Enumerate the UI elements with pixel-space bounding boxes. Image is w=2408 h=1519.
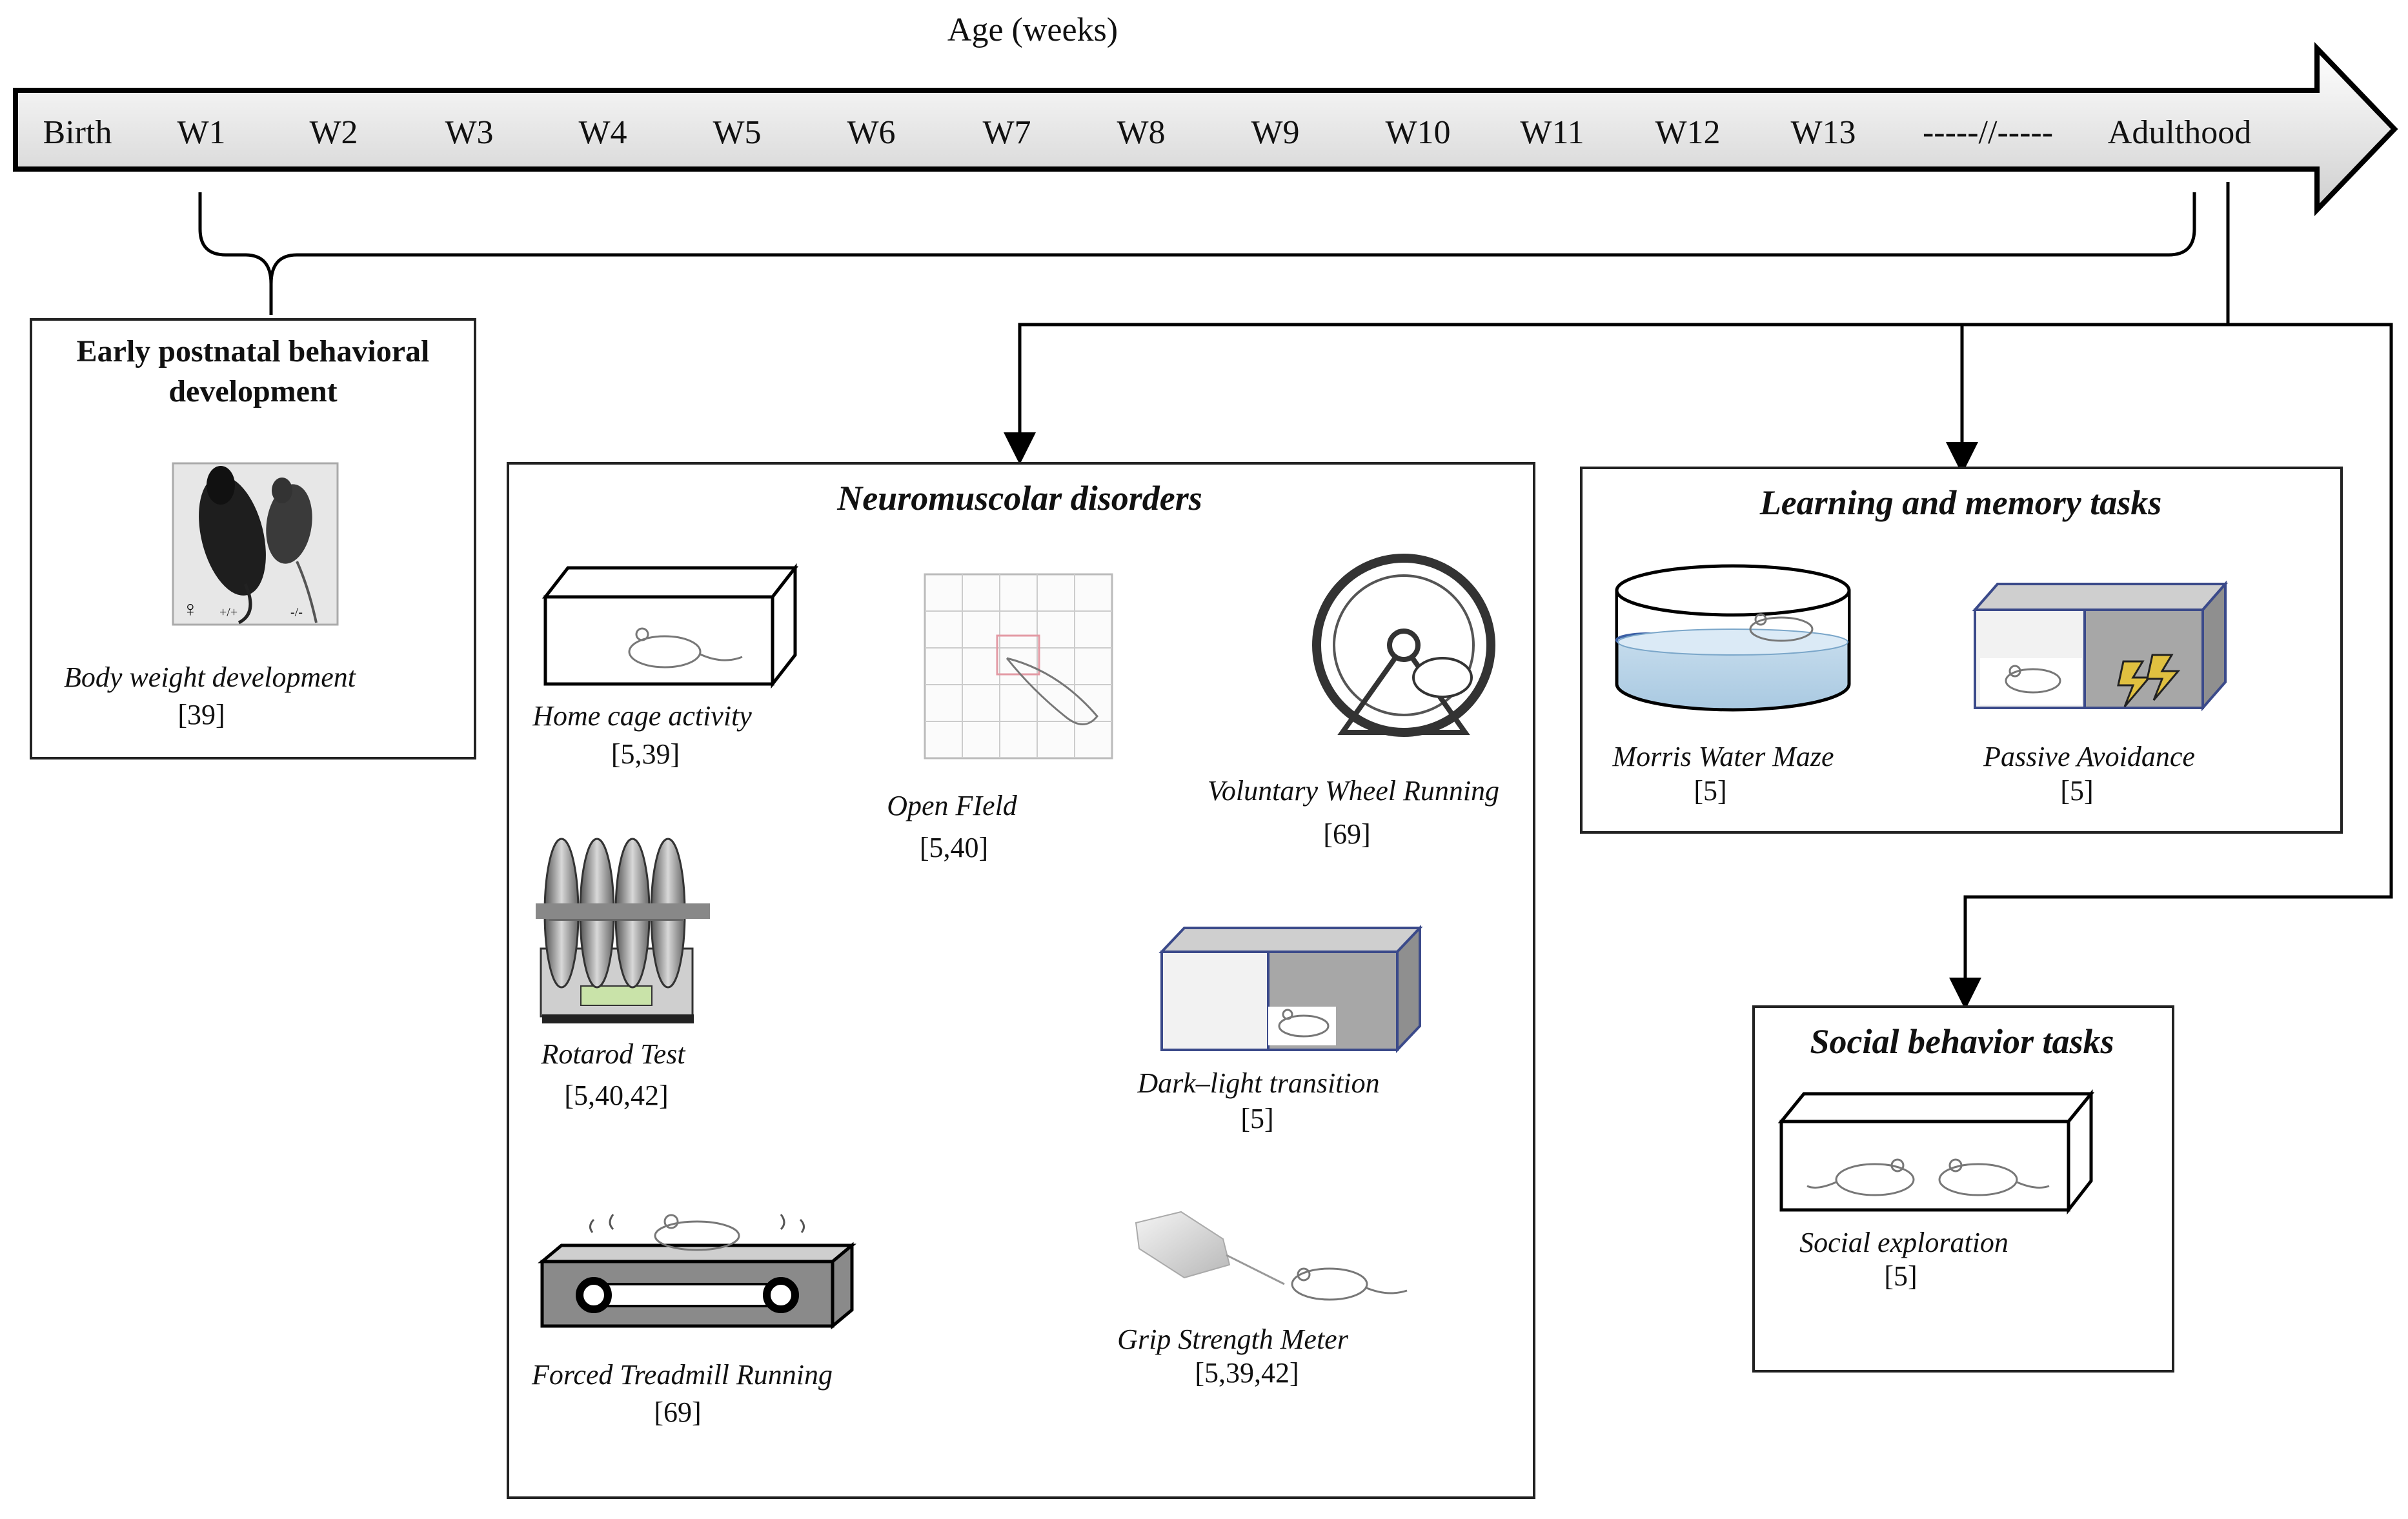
water-maze-label: Morris Water Maze — [1612, 741, 1834, 772]
open-field-label: Open FIeld — [887, 790, 1018, 821]
treadmill-ref: [69] — [654, 1396, 701, 1428]
timeline-label: -----//----- — [1923, 114, 2053, 151]
passive-avoidance-ref: [5] — [2060, 775, 2093, 807]
home-cage-illustration — [541, 563, 799, 689]
passive-avoidance-illustration — [1972, 580, 2229, 712]
timeline-label: Birth — [43, 114, 112, 151]
timeline-label: W11 — [1520, 114, 1584, 151]
timeline-labels: Birth W1 W2 W3 W4 W5 W6 W7 W8 W9 W10 W11 W12 W13 -----… — [43, 114, 2252, 151]
timeline-label: W1 — [177, 114, 225, 151]
early-title-line2: development — [168, 374, 337, 408]
rotarod-illustration — [536, 838, 710, 1023]
social-label: Social exploration — [1799, 1227, 2008, 1258]
early-ref: [39] — [177, 699, 225, 730]
early-title-line1: Early postnatal behavioral — [77, 334, 430, 368]
water-maze-ref: [5] — [1694, 775, 1726, 807]
timeline-label: W3 — [445, 114, 493, 151]
timeline-label: W13 — [1790, 114, 1856, 151]
dark-light-illustration — [1158, 924, 1423, 1054]
rotarod-ref: [5,40,42] — [564, 1080, 668, 1111]
wheel-label: Voluntary Wheel Running — [1208, 775, 1499, 807]
axis-title: Age (weeks) — [947, 12, 1118, 48]
connector-to-neuro — [1004, 323, 2062, 465]
mice-photo: ♀ +/+ -/- — [172, 462, 339, 626]
early-brace — [198, 192, 2196, 315]
photo-label-wt: +/+ — [219, 605, 238, 619]
connector-to-social — [1949, 323, 2393, 1010]
timeline-label: W4 — [578, 114, 627, 151]
dark-light-ref: [5] — [1240, 1103, 1273, 1134]
timeline-arrow — [13, 42, 2398, 216]
passive-avoidance-label: Passive Avoidance — [1983, 741, 2195, 772]
open-field-illustration — [924, 573, 1113, 760]
dark-light-label: Dark–light transition — [1137, 1067, 1379, 1099]
timeline-label: W5 — [713, 114, 761, 151]
timeline-label: W2 — [309, 114, 358, 151]
open-field-ref: [5,40] — [920, 832, 988, 863]
grip-ref: [5,39,42] — [1195, 1357, 1299, 1389]
early-caption: Body weight development — [64, 661, 357, 693]
social-title: Social behavior tasks — [1810, 1022, 2114, 1061]
timeline-label: W12 — [1655, 114, 1720, 151]
social-cage-illustration — [1777, 1089, 2095, 1215]
timeline-label: Adulthood — [2108, 114, 2251, 151]
timeline-label: W8 — [1117, 114, 1165, 151]
grip-label: Grip Strength Meter — [1117, 1323, 1349, 1355]
learning-title: Learning and memory tasks — [1759, 483, 2162, 522]
social-ref: [5] — [1884, 1260, 1917, 1292]
grip-meter-illustration — [1135, 1211, 1408, 1301]
home-cage-label: Home cage activity — [532, 700, 752, 732]
wheel-ref: [69] — [1323, 818, 1370, 850]
photo-label-female: ♀ — [182, 598, 199, 621]
running-wheel-illustration — [1312, 554, 1495, 737]
treadmill-label: Forced Treadmill Running — [531, 1359, 833, 1391]
timeline-label: W9 — [1251, 114, 1299, 151]
timeline-label: W7 — [982, 114, 1031, 151]
timeline-label: W10 — [1385, 114, 1450, 151]
water-maze-illustration — [1615, 564, 1851, 712]
rotarod-label: Rotarod Test — [541, 1038, 687, 1070]
photo-label-ko: -/- — [290, 605, 303, 619]
neuro-title: Neuromuscolar disorders — [836, 479, 1202, 518]
home-cage-ref: [5,39] — [611, 738, 680, 770]
treadmill-illustration — [538, 1214, 856, 1330]
timeline-label: W6 — [847, 114, 895, 151]
